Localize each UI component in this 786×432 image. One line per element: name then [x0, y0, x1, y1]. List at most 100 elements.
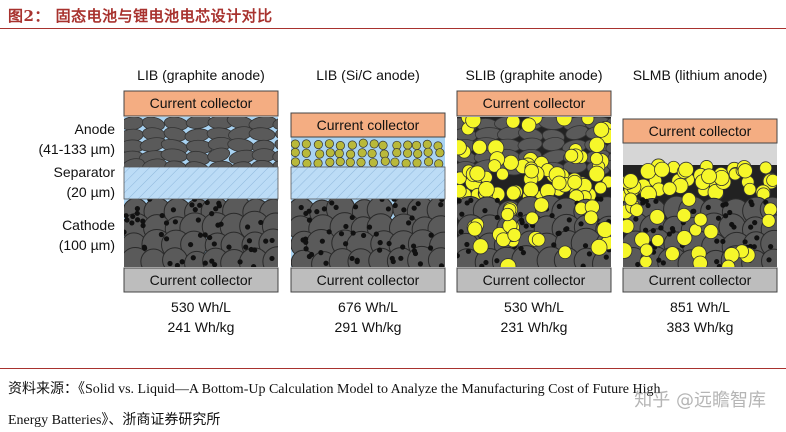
carbon-additive-dot [354, 259, 360, 265]
watermark: 知乎 @远瞻智库 [634, 390, 766, 411]
separator-layer [290, 166, 446, 200]
carbon-additive-dot [523, 223, 529, 229]
carbon-additive-dot [263, 238, 269, 244]
carbon-additive-dot [564, 226, 570, 232]
si-c-particle [378, 140, 388, 150]
carbon-additive-dot [494, 214, 500, 221]
carbon-additive-dot [549, 212, 555, 219]
bottom-collector-label: Current collector [150, 272, 253, 288]
si-c-particle [424, 157, 434, 167]
carbon-additive-dot [141, 244, 147, 250]
cell-title: LIB (Si/C anode) [316, 67, 420, 83]
carbon-additive-dot [213, 206, 219, 212]
solid-electrolyte-particle [662, 181, 677, 196]
top-collector-label: Current collector [317, 117, 420, 133]
carbon-additive-dot [714, 238, 720, 244]
carbon-additive-dot [243, 244, 249, 250]
carbon-additive-dot [645, 202, 651, 209]
carbon-additive-dot [551, 242, 557, 248]
solid-electrolyte-particle [654, 161, 670, 178]
separator-thickness-label: (20 µm) [66, 184, 115, 200]
solid-electrolyte-particle [590, 152, 604, 166]
solid-electrolyte-particle [593, 121, 610, 138]
bottom-current-collector [123, 267, 279, 293]
solid-electrolyte-particle [594, 181, 607, 195]
top-current-collector [290, 112, 446, 138]
carbon-additive-dot [174, 262, 181, 267]
solid-electrolyte-particle [692, 255, 708, 267]
carbon-additive-dot [457, 253, 460, 259]
carbon-additive-dot [494, 197, 500, 203]
si-c-particle [302, 158, 312, 169]
gravimetric-energy: 231 Wh/kg [501, 319, 568, 335]
carbon-additive-dot [189, 202, 195, 208]
solid-electrolyte-particle [721, 259, 736, 267]
cathode-particle [427, 247, 445, 267]
carbon-additive-dot [428, 232, 434, 238]
solid-electrolyte-particle [525, 211, 539, 225]
carbon-additive-dot [226, 244, 232, 250]
carbon-additive-dot [482, 207, 488, 214]
carbon-additive-dot [188, 241, 194, 248]
carbon-additive-dot [333, 204, 339, 211]
solid-electrolyte-particle [639, 255, 653, 267]
carbon-additive-dot [715, 215, 722, 221]
si-c-particle [325, 157, 335, 167]
carbon-additive-dot [159, 212, 165, 219]
carbon-additive-dot [130, 213, 136, 220]
graphite-particle [605, 139, 611, 154]
carbon-additive-dot [246, 238, 253, 244]
solid-electrolyte-particle [465, 117, 482, 129]
carbon-additive-dot [209, 258, 215, 264]
bottom-collector-label: Current collector [483, 272, 586, 288]
source-divider [0, 368, 786, 369]
cathode-thickness-label: (100 µm) [59, 237, 115, 253]
solid-electrolyte-particle [522, 181, 539, 198]
solid-electrolyte-particle [503, 154, 519, 171]
cell-title: SLIB (graphite anode) [466, 67, 603, 83]
carbon-additive-dot [216, 200, 222, 206]
si-c-particle [324, 139, 334, 149]
carbon-additive-dot [580, 263, 586, 267]
carbon-additive-dot [140, 222, 146, 229]
cell-design-diagram: Anode (41-133 µm) Separator (20 µm) Cath… [38, 67, 778, 335]
solid-electrolyte-particle [588, 165, 606, 183]
carbon-additive-dot [464, 241, 470, 248]
particle-layer [623, 158, 777, 267]
carbon-additive-dot [748, 199, 754, 205]
carbon-additive-dot [360, 232, 367, 239]
bottom-current-collector [456, 267, 612, 293]
cell-slmb-lithium: SLMB (lithium anode) Current collector C… [622, 67, 778, 335]
carbon-additive-dot [134, 217, 141, 223]
solid-electrolyte-particle [590, 238, 608, 256]
graphite-particle [274, 138, 278, 154]
graphite-particle [272, 160, 278, 175]
carbon-additive-dot [598, 196, 604, 202]
carbon-additive-dot [742, 239, 748, 245]
solid-electrolyte-particle [701, 168, 717, 185]
si-c-particle [291, 139, 300, 149]
solid-electrolyte-particle [558, 245, 572, 260]
solid-electrolyte-particle [506, 185, 521, 201]
carbon-additive-dot [518, 217, 525, 223]
carbon-additive-dot [438, 263, 445, 267]
carbon-additive-dot [245, 224, 251, 230]
carbon-additive-dot [134, 210, 140, 216]
carbon-additive-dot [124, 229, 127, 235]
carbon-additive-dot [211, 241, 217, 247]
carbon-additive-dot [202, 232, 208, 238]
solid-electrolyte-particle [581, 117, 595, 126]
volumetric-energy: 676 Wh/L [338, 299, 398, 315]
si-c-particle [380, 156, 390, 166]
bottom-current-collector [290, 267, 446, 293]
si-c-particle [413, 149, 423, 159]
carbon-additive-dot [237, 259, 243, 265]
carbon-additive-dot [653, 198, 659, 204]
carbon-additive-dot [352, 204, 359, 210]
carbon-additive-dot [269, 237, 275, 244]
carbon-additive-dot [163, 220, 170, 226]
si-c-particle [422, 139, 432, 149]
carbon-additive-dot [427, 245, 434, 251]
carbon-additive-dot [163, 236, 170, 242]
solid-electrolyte-particle [533, 197, 550, 213]
